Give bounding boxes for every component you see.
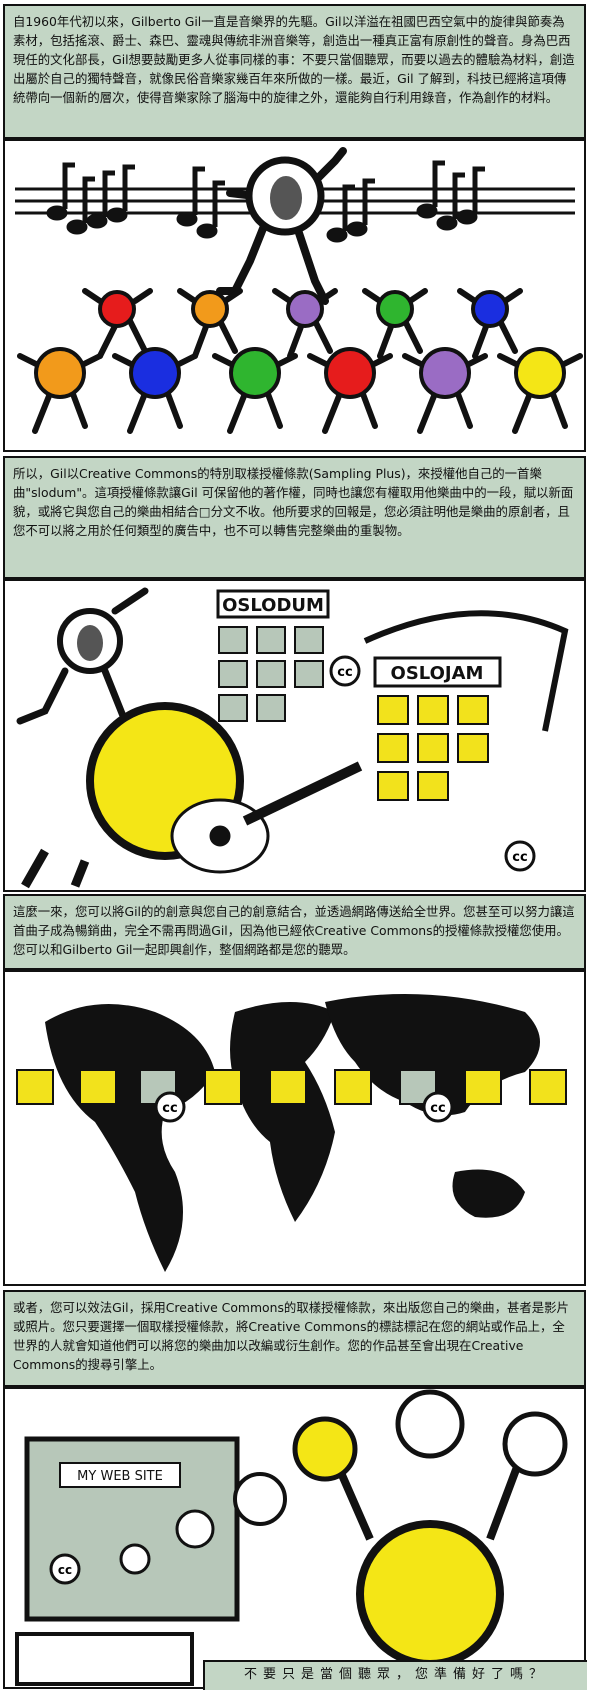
- panel-4-illustration: MY WEB SITE cc: [3, 1387, 586, 1689]
- world-map-art: cc cc: [16, 994, 567, 1272]
- panel-2-illustration: OSLODUM OSLOJAM cc cc: [3, 579, 586, 892]
- arrow-icon: [363, 610, 569, 732]
- cc-icon: cc: [337, 665, 352, 680]
- gil-head-character: [216, 147, 347, 305]
- cc-icon: cc: [512, 850, 527, 865]
- panel-1-illustration: [3, 139, 586, 452]
- world-map-icon: [45, 994, 540, 1272]
- music-notes: [46, 160, 485, 243]
- oslojam-tiles: [377, 695, 489, 801]
- yellow-character: [356, 1520, 504, 1668]
- cc-icon: cc: [162, 1101, 177, 1116]
- panel-3-illustration: cc cc: [3, 970, 586, 1286]
- music-note-icon: [175, 1509, 215, 1549]
- my-web-site-art: MY WEB SITE cc: [15, 1389, 568, 1687]
- slogan-banner: 不要只是當個聽眾，您準備好了嗎？: [203, 1660, 587, 1690]
- cc-icon: cc: [58, 1563, 72, 1577]
- oslodum-tiles: [218, 626, 324, 722]
- website-title-label: MY WEB SITE: [77, 1469, 163, 1484]
- computer-tower-icon: [15, 1632, 194, 1686]
- colored-ball-dancers: [17, 288, 583, 434]
- oslojam-label: OSLOJAM: [391, 663, 484, 684]
- clapperboard-icon: [233, 1472, 287, 1526]
- cc-icon: cc: [430, 1101, 445, 1116]
- graduation-cap-icon: [395, 1389, 465, 1459]
- music-tiles: [16, 1069, 567, 1105]
- oslodum-label: OSLODUM: [222, 595, 324, 616]
- caption-panel-4: 或者，您可以效法Gil，採用Creative Commons的取樣授權條款，來出…: [3, 1290, 586, 1387]
- caption-panel-3: 這麼一來，您可以將Gil的的創意與您自己的創意結合，並透過網路傳送給全世界。您甚…: [3, 894, 586, 970]
- caption-panel-2: 所以，Gil以Creative Commons的特別取樣授權條款(Samplin…: [3, 456, 586, 579]
- caption-panel-1: 自1960年代初以來，Gilberto Gil一直是音樂界的先驅。Gil以洋溢在…: [3, 4, 586, 139]
- pen-icon: [119, 1543, 151, 1575]
- oslodum-oslojam-art: OSLODUM OSLOJAM cc cc: [16, 587, 569, 889]
- book-icon: [292, 1416, 358, 1482]
- guitar-icon: [170, 761, 363, 874]
- camera-icon: [502, 1411, 568, 1477]
- gil-dancing-on-staff-art: [15, 147, 583, 434]
